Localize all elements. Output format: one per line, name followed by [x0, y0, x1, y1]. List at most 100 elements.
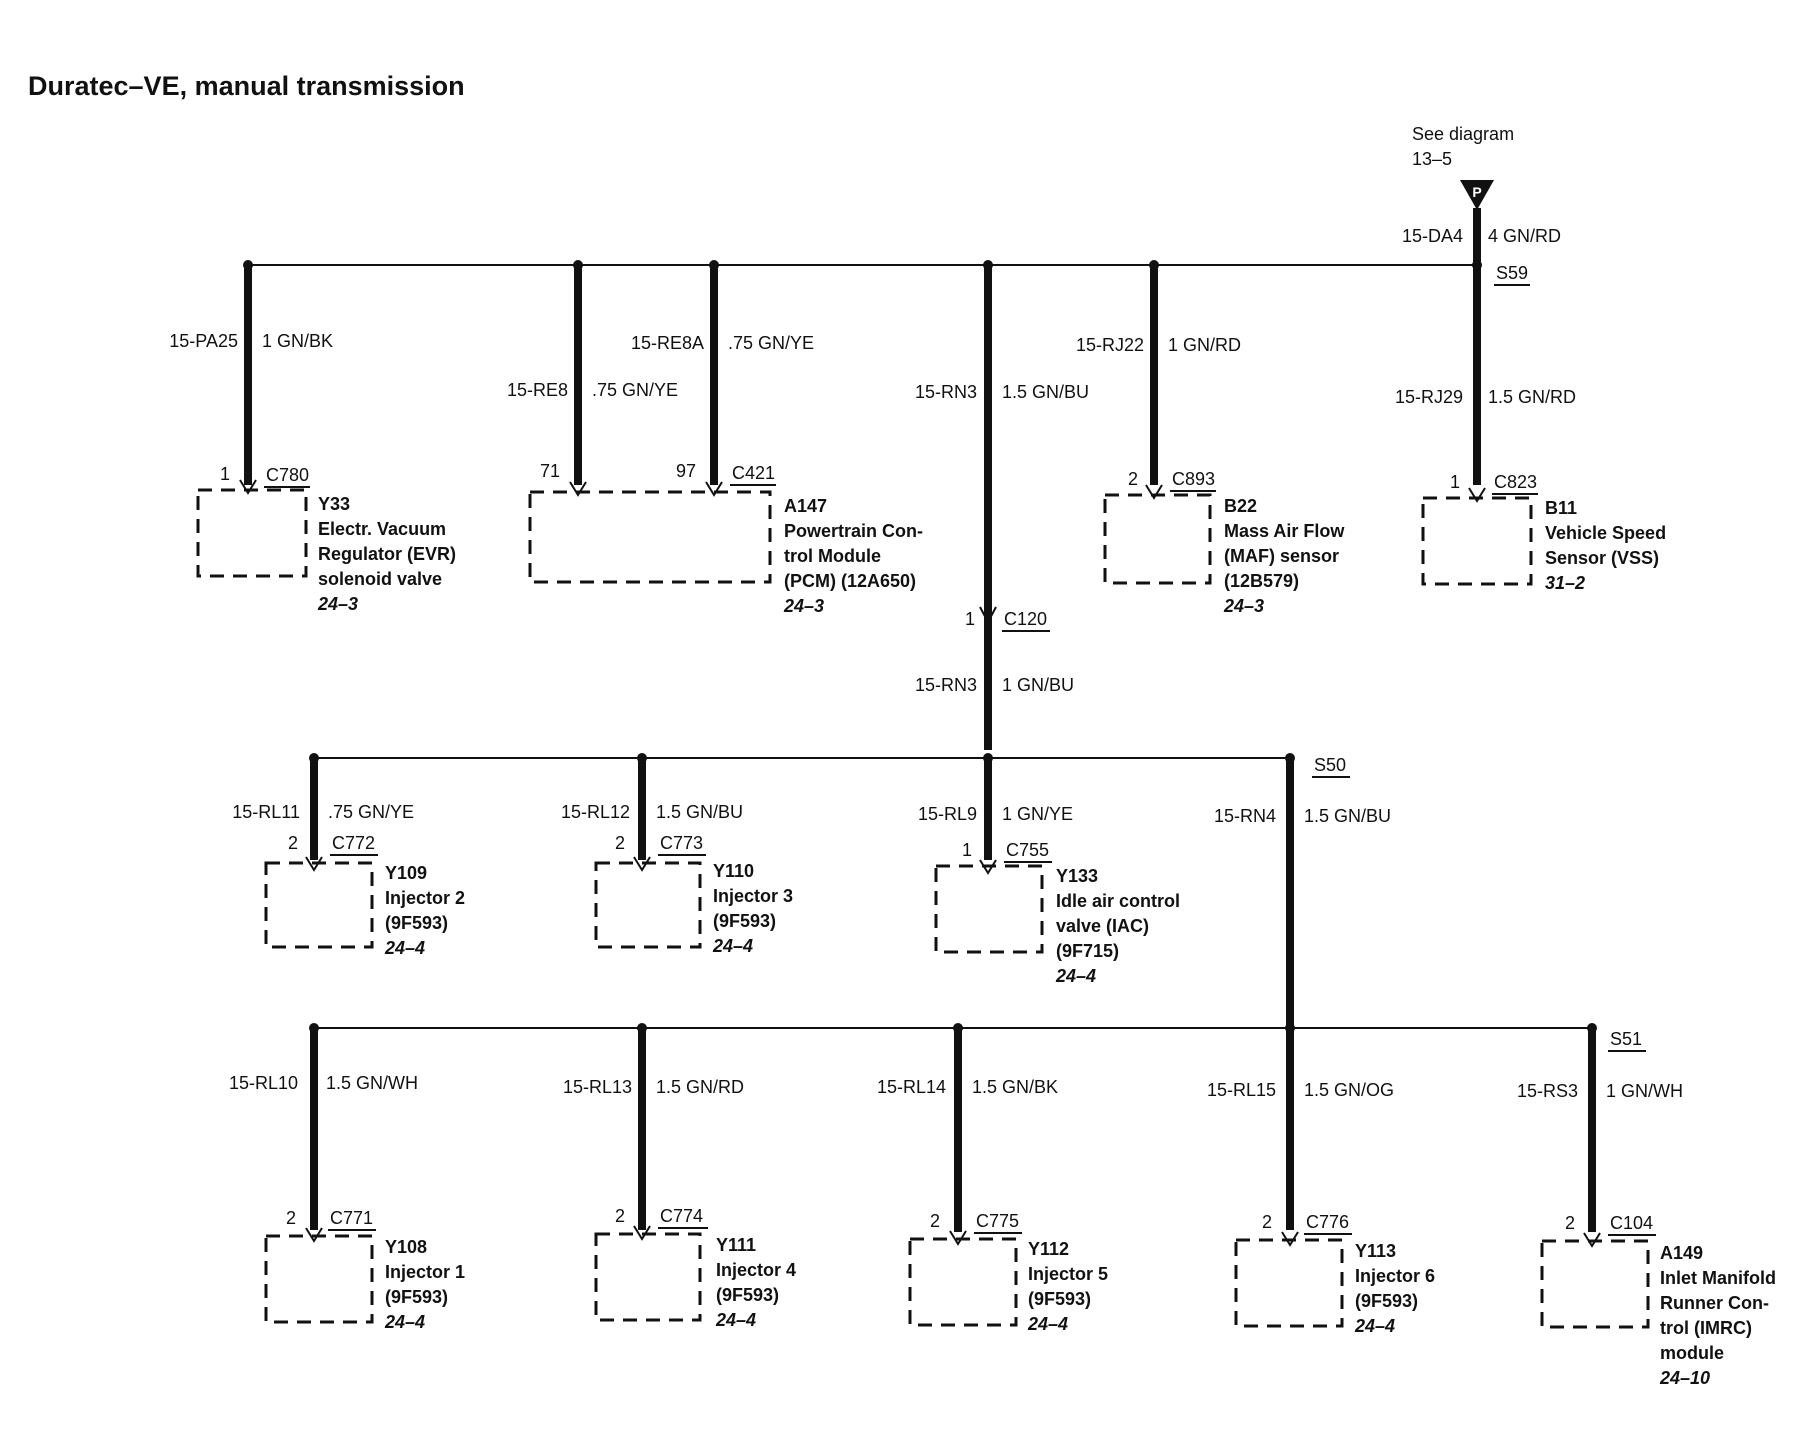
component-y110-box — [594, 861, 702, 949]
connector-c775: C775 — [976, 1211, 1019, 1231]
svg-text:Y111: Y111 — [716, 1235, 756, 1255]
wire-spec-rl9: 1 GN/YE — [1002, 804, 1073, 824]
svg-text:Injector 5: Injector 5 — [1028, 1264, 1108, 1284]
wire-spec-rl14: 1.5 GN/BK — [972, 1077, 1058, 1097]
svg-text:solenoid valve: solenoid valve — [318, 569, 442, 589]
wire-spec-rj22: 1 GN/RD — [1168, 335, 1241, 355]
connector-c755: C755 — [1006, 840, 1049, 860]
component-b22-box — [1103, 493, 1212, 585]
svg-text:Injector 6: Injector 6 — [1355, 1266, 1435, 1286]
see-diagram-number: 13–5 — [1412, 149, 1452, 169]
svg-text:(MAF) sensor: (MAF) sensor — [1224, 546, 1339, 566]
component-b11-description: B11 Vehicle Speed Sensor (VSS) 31–2 — [1545, 498, 1666, 593]
svg-text:24–4: 24–4 — [1027, 1314, 1068, 1334]
wire-spec-re8a: .75 GN/YE — [728, 333, 814, 353]
svg-text:Y112: Y112 — [1028, 1239, 1069, 1259]
svg-text:(12B579): (12B579) — [1224, 571, 1299, 591]
pin-c755: 1 — [962, 840, 972, 860]
wire-spec-rl12: 1.5 GN/BU — [656, 802, 743, 822]
component-y133-description: Y133 Idle air control valve (IAC) (9F715… — [1055, 866, 1180, 986]
connector-p-letter: P — [1472, 184, 1481, 200]
component-y110-description: Y110 Injector 3 (9F593) 24–4 — [712, 861, 793, 956]
svg-text:Y133: Y133 — [1056, 866, 1098, 886]
wire-spec-rs3: 1 GN/WH — [1606, 1081, 1683, 1101]
connector-c421: C421 — [732, 463, 775, 483]
svg-text:24–4: 24–4 — [712, 936, 753, 956]
inline-connector-c120-icon — [979, 606, 997, 625]
svg-text:(9F715): (9F715) — [1056, 941, 1119, 961]
inline-connector-pin: 1 — [965, 609, 975, 629]
svg-text:Vehicle Speed: Vehicle Speed — [1545, 523, 1666, 543]
splice-dots — [243, 260, 1597, 1033]
svg-text:(9F593): (9F593) — [1028, 1289, 1091, 1309]
pin-c772: 2 — [288, 833, 298, 853]
wire-spec-rl15: 1.5 GN/OG — [1304, 1080, 1394, 1100]
connector-c772: C772 — [332, 833, 375, 853]
circuit-re8: 15-RE8 — [507, 380, 568, 400]
svg-text:A149: A149 — [1660, 1243, 1703, 1263]
svg-text:24–4: 24–4 — [384, 938, 425, 958]
component-a147-description: A147 Powertrain Con- trol Module (PCM) (… — [783, 496, 923, 616]
component-y133-box — [934, 864, 1044, 954]
wire-spec-rl11: .75 GN/YE — [328, 802, 414, 822]
feed-spec-da4: 4 GN/RD — [1488, 226, 1561, 246]
connector-c780: C780 — [266, 465, 309, 485]
svg-text:Mass Air Flow: Mass Air Flow — [1224, 521, 1345, 541]
circuit-re8a: 15-RE8A — [631, 333, 704, 353]
svg-text:Idle air control: Idle air control — [1056, 891, 1180, 911]
component-y113-box — [1234, 1238, 1344, 1328]
svg-text:(9F593): (9F593) — [1355, 1291, 1418, 1311]
component-y108-box — [264, 1234, 374, 1324]
connector-c823: C823 — [1494, 472, 1537, 492]
svg-text:Runner Con-: Runner Con- — [1660, 1293, 1769, 1313]
circuit-rl13: 15-RL13 — [563, 1077, 632, 1097]
circuit-rj22: 15-RJ22 — [1076, 335, 1144, 355]
circuit-pa25: 15-PA25 — [169, 331, 238, 351]
pin-c104: 2 — [1565, 1213, 1575, 1233]
svg-text:Sensor (VSS): Sensor (VSS) — [1545, 548, 1659, 568]
component-y33-box — [196, 488, 308, 578]
pin-71: 71 — [540, 461, 560, 481]
pin-c780: 1 — [220, 464, 230, 484]
component-b22-description: B22 Mass Air Flow (MAF) sensor (12B579) … — [1223, 496, 1345, 616]
component-y113-description: Y113 Injector 6 (9F593) 24–4 — [1354, 1241, 1435, 1336]
component-y112-description: Y112 Injector 5 (9F593) 24–4 — [1027, 1239, 1108, 1334]
circuit-rl10: 15-RL10 — [229, 1073, 298, 1093]
svg-text:Injector 1: Injector 1 — [385, 1262, 465, 1282]
splice-s59-label: S59 — [1496, 263, 1528, 283]
svg-text:(9F593): (9F593) — [385, 1287, 448, 1307]
circuit-rl14: 15-RL14 — [877, 1077, 946, 1097]
svg-text:Inlet Manifold: Inlet Manifold — [1660, 1268, 1776, 1288]
feed-circuit-rn3: 15-RN3 — [915, 675, 977, 695]
connector-c104: C104 — [1610, 1213, 1653, 1233]
component-b11-box — [1421, 496, 1533, 586]
connector-c893: C893 — [1172, 469, 1215, 489]
pin-c823: 1 — [1450, 472, 1460, 492]
svg-text:Y33: Y33 — [318, 494, 350, 514]
component-a149-box — [1540, 1239, 1650, 1329]
diagram-title: Duratec–VE, manual transmission — [28, 71, 465, 101]
circuit-rl15: 15-RL15 — [1207, 1080, 1276, 1100]
pin-arrow-markers — [239, 479, 1601, 1248]
splice-s51-label: S51 — [1610, 1029, 1642, 1049]
svg-text:24–4: 24–4 — [715, 1310, 756, 1330]
svg-text:A147: A147 — [784, 496, 827, 516]
pin-c775: 2 — [930, 1211, 940, 1231]
connector-c776: C776 — [1306, 1212, 1349, 1232]
svg-text:B22: B22 — [1224, 496, 1257, 516]
wire-spec-rn4: 1.5 GN/BU — [1304, 806, 1391, 826]
connector-c774: C774 — [660, 1206, 703, 1226]
pin-c771: 2 — [286, 1208, 296, 1228]
feed-spec-rn3: 1 GN/BU — [1002, 675, 1074, 695]
circuit-rl12: 15-RL12 — [561, 802, 630, 822]
pin-c773: 2 — [615, 833, 625, 853]
svg-text:trol Module: trol Module — [784, 546, 881, 566]
svg-text:Powertrain Con-: Powertrain Con- — [784, 521, 923, 541]
wire-spec-rn3: 1.5 GN/BU — [1002, 382, 1089, 402]
pin-c776: 2 — [1262, 1212, 1272, 1232]
svg-text:24–3: 24–3 — [1223, 596, 1264, 616]
svg-text:Electr. Vacuum: Electr. Vacuum — [318, 519, 446, 539]
circuit-rn3: 15-RN3 — [915, 382, 977, 402]
component-a149-description: A149 Inlet Manifold Runner Con- trol (IM… — [1659, 1243, 1776, 1388]
